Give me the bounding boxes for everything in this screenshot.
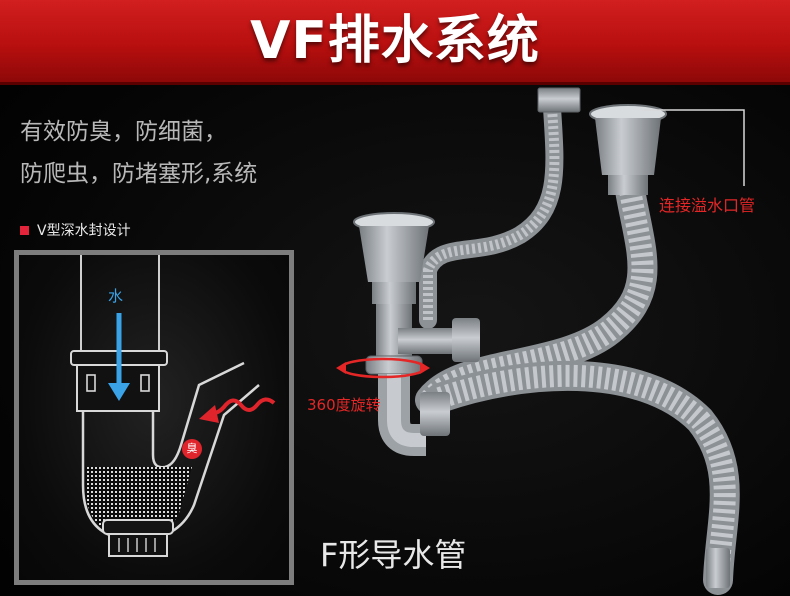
overflow-hose — [419, 99, 564, 329]
water-seal-diagram-panel: 水 臭 — [14, 250, 294, 585]
inlet-pipe — [80, 255, 160, 355]
odor-squiggle-arrow — [208, 397, 276, 416]
banner-title: VF排水系统 — [250, 11, 540, 71]
water-seal-diagram — [70, 255, 276, 557]
bottom-plug — [108, 533, 168, 557]
left-strainer-body — [359, 226, 429, 282]
water-label: 水 — [108, 287, 124, 305]
tee-connector — [398, 328, 460, 354]
outlet-tip — [706, 548, 730, 588]
right-strainer-body — [595, 118, 661, 175]
rotation-label: 360度旋转 — [307, 396, 381, 414]
odor-arrow-head-icon — [199, 405, 219, 423]
feature-description-line-1: 有效防臭，防细菌， — [20, 119, 227, 145]
overflow-cap — [537, 87, 581, 113]
f-pipe-label: F形导水管 — [320, 536, 467, 574]
title-banner — [0, 0, 790, 85]
diagram-tag: V型深水封设计 — [20, 220, 131, 240]
tag-bullet-icon — [20, 225, 29, 235]
overflow-callout-line — [644, 109, 745, 186]
trap-inner-wall — [151, 361, 245, 469]
bend-coupling — [420, 392, 450, 436]
diagram-tag-label: V型深水封设计 — [37, 223, 131, 239]
odor-badge: 臭 — [182, 439, 202, 459]
feature-description-line-2: 防爬虫，防堵塞形,系统 — [20, 161, 258, 187]
water-arrow-head-icon — [108, 383, 130, 401]
overflow-connection-label: 连接溢水口管 — [659, 196, 756, 215]
